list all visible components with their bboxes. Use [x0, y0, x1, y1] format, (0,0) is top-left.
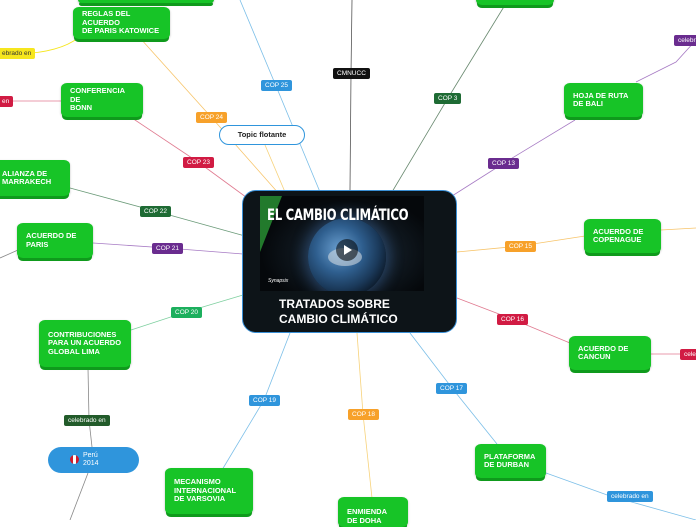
node-lima-line2: PARA UN ACUERDO [48, 338, 122, 348]
node-lima-line1: CONTRIBUCIONES [48, 329, 117, 339]
tag-celebrado-lima[interactable]: celebrado en [64, 415, 110, 426]
node-katowice-line1: REGLAS DEL ACUERDO [82, 9, 131, 27]
node-durban-line1: PLATAFORMA [484, 451, 536, 461]
tag-cop21[interactable]: COP 21 [152, 243, 184, 254]
tag-cop20[interactable]: COP 20 [171, 307, 203, 318]
line-paris-left [0, 249, 19, 259]
tag-celebrado-left-mid[interactable]: en [0, 96, 14, 107]
tag-cop17[interactable]: COP 17 [436, 383, 468, 394]
tag-cop3[interactable]: COP 3 [434, 93, 462, 104]
line-bali-right [635, 39, 696, 83]
central-topic[interactable]: EL CAMBIO CLIMÁTICO Synapsix TRATADOS SO… [242, 190, 457, 333]
line-lima-down [87, 367, 93, 448]
play-icon[interactable] [336, 239, 358, 261]
tag-cop18[interactable]: COP 18 [348, 409, 380, 420]
tag-cop25[interactable]: COP 25 [261, 80, 293, 91]
central-title-line2: CAMBIO CLIMÁTICO [279, 312, 398, 326]
tag-cop19[interactable]: COP 19 [249, 395, 281, 406]
node-varsovia-line2: INTERNACIONAL [174, 485, 237, 495]
node-top-right-partial [476, 0, 554, 5]
node-marrakech-line2: MARRAKECH [2, 177, 52, 186]
node-varsovia-line1: MECANISMO [174, 477, 221, 487]
peru-line1: Perú [83, 452, 98, 459]
video-title: EL CAMBIO CLIMÁTICO [267, 207, 409, 225]
node-lima-line3: GLOBAL LIMA [48, 346, 100, 356]
node-doha-line2: DE DOHA [347, 515, 382, 525]
node-bali-line1: HOJA DE RUTA [573, 90, 629, 100]
tag-celebrado-cancun[interactable]: celeb [680, 349, 696, 360]
line-peru-down [69, 472, 89, 520]
node-bali-line2: DE BALI [573, 99, 603, 108]
tag-celebrado-bali[interactable]: celebrad [674, 35, 696, 46]
line-cmnucc [349, 0, 353, 191]
line-floating [264, 144, 286, 193]
tag-cop23[interactable]: COP 23 [183, 157, 215, 168]
node-top-partial [78, 0, 214, 3]
node-copenague-line2: COPENAGUE [593, 235, 642, 244]
video-flag-shape [260, 196, 282, 252]
tag-cop13[interactable]: COP 13 [488, 158, 520, 169]
node-bonn-line2: BONN [70, 103, 93, 113]
node-paris-line1: ACUERDO DE [26, 231, 77, 240]
central-title-line1: TRATADOS SOBRE [279, 297, 390, 311]
tag-cmnucc[interactable]: CMNUCC [333, 68, 370, 79]
node-katowice-line2: DE PARIS KATOWICE [82, 26, 160, 36]
node-cancun-line1: ACUERDO DE [578, 343, 629, 353]
peru-2014-topic[interactable]: Perú 2014 [48, 447, 139, 473]
node-marrakech-line1: ALIANZA DE [2, 168, 48, 178]
tag-cop22[interactable]: COP 22 [140, 206, 172, 217]
tag-celebrado-durban[interactable]: celebrado en [607, 491, 653, 502]
peru-flag-icon [70, 455, 79, 464]
node-doha-line1: ENMIENDA [347, 507, 388, 516]
tag-cop16[interactable]: COP 16 [497, 314, 529, 325]
node-cancun-line2: CANCUN [578, 352, 611, 361]
video-brand: Synapsix [268, 278, 289, 284]
node-copenague-line1: ACUERDO DE [593, 226, 644, 236]
video-thumbnail[interactable]: EL CAMBIO CLIMÁTICO Synapsix [260, 196, 424, 291]
node-varsovia-line3: DE VARSOVIA [174, 494, 226, 504]
node-bonn-line1: CONFERENCIA DE [70, 86, 125, 104]
line-copenague-right [660, 227, 696, 231]
central-title: TRATADOS SOBRE CAMBIO CLIMÁTICO [279, 297, 439, 327]
node-durban-line2: DE DURBAN [484, 460, 529, 469]
tag-cop24[interactable]: COP 24 [196, 112, 228, 123]
peru-line2: 2014 [83, 460, 99, 467]
tag-cop15[interactable]: COP 15 [505, 241, 537, 252]
tag-celebrado-left-top[interactable]: ebrado en [0, 48, 36, 59]
floating-topic[interactable]: Topic flotante [219, 125, 305, 145]
node-paris-line2: PARIS [26, 239, 49, 249]
